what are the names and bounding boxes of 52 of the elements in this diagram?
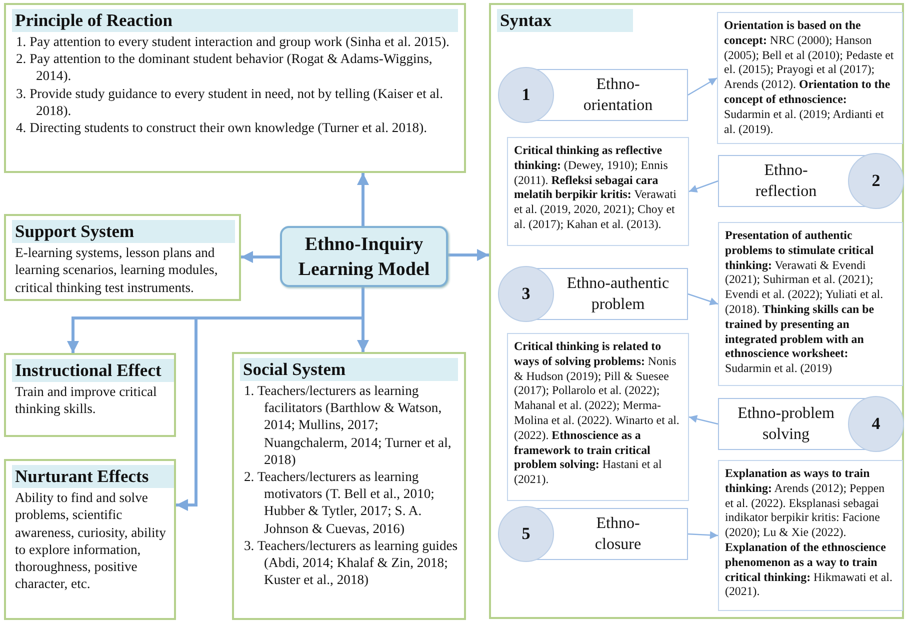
- model-title: Ethno-Inquiry Learning Model: [297, 232, 431, 282]
- step-number: 3: [498, 266, 554, 322]
- reference-text: Orientation is based on the concept: NRC (2000); Hanson (2005); Bell et al (2010); Pedaste et el. (2015); Prayogi et al (2017); Arends (2012). Orientation to the concept of ethnoscience: Sudarmin et al. (2019; Ardianti et al. (2019).: [724, 18, 895, 136]
- body-text: Train and improve critical thinking skills.: [14, 383, 158, 418]
- section-heading: Support System: [12, 220, 235, 243]
- step-label: Ethno-reflection: [754, 161, 818, 202]
- section-heading: Instructional Effect: [12, 359, 174, 382]
- reference-box: [507, 333, 689, 501]
- reference-box: [718, 222, 903, 386]
- list-item: 3. Provide study guidance to every student in need, not by telling (Kaiser et al. 2018).: [15, 84, 444, 120]
- section-box: [4, 3, 466, 173]
- arrow: [688, 531, 718, 540]
- step-number: 2: [848, 153, 904, 209]
- body-text: Ability to find and solve problems, scientific awareness, curiosity, ability to explore information, thoroughness, positive character, etc.: [14, 489, 167, 593]
- list-item: 4. Directing students to construct their own knowledge (Turner et al. 2018).: [15, 119, 428, 136]
- step-label: Ethno-closure: [594, 514, 642, 555]
- reference-box: [717, 12, 903, 144]
- body-text: E-learning systems, lesson plans and learning scenarios, learning modules, critical thinking test instruments.: [14, 244, 219, 296]
- arrow: [688, 293, 718, 306]
- reference-text: Critical thinking is related to ways of solving problems: Nonis & Hudson (2019); Pill & Suesee (2017); Pollarolo et al. (2022); Mahanal et al. (2022); Merma-Molina et al. (2022). Winarto et al. (2022). Ethnoscience as a framework to train critical problem solving: Hastani et al (2021).: [514, 339, 680, 487]
- section-heading: Social System: [240, 358, 458, 381]
- reference-box: [507, 137, 689, 246]
- list-item: 2. Pay attention to the dominant student behavior (Rogat & Adams-Wiggins, 2014).: [15, 50, 434, 85]
- reference-text: Critical thinking as reflective thinking: (Dewey, 1910); Ennis (2011). Refleksi sebagai cara melatih berpikir kritis: Verawati et al. (2019, 2020, 2021); Choy et al. (2017); Kahan et al. (2013).: [514, 143, 678, 232]
- reference-text: Explanation as ways to train thinking: Arends (2012); Peppen et al. (2022). Eksplanasi sebagai indikator berpikir kritis: Facione (2020); Lu & Xie (2022). Explanation of the ethnoscience phenomenon as a way to train critical thinking: Hikmawati et al. (2021).: [725, 466, 894, 600]
- step-label: Ethno-authentic problem: [566, 274, 670, 315]
- model-box: [280, 226, 448, 287]
- arrow: [688, 180, 718, 193]
- list-item: 3. Teachers/lecturers as learning guides (Abdi, 2014; Khalaf & Zin, 2018; Kuster et al., 2018): [243, 536, 458, 588]
- reference-text: Presentation of authentic problems to stimulate critical thinking: Verawati & Evendi (2021); Suhirman et al. (2021); Evendi et al. (2022); Yuliati et al. (2018). Thinking skills can be trained by presenting an integrated problem with an ethnoscience worksheet: Sudarmin et al. (2019): [725, 228, 884, 376]
- arrow: [357, 173, 369, 226]
- list-item: 2. Teachers/lecturers as learning motivators (T. Bell et al., 2010; Hubber & Tytler, 2017; S. A. Johnson & Cuevas, 2016): [243, 468, 436, 537]
- section-box: [4, 459, 176, 620]
- reference-box: [718, 460, 903, 611]
- step-number: 4: [848, 396, 904, 452]
- section-heading: Principle of Reaction: [12, 9, 458, 32]
- section-box: [489, 3, 904, 619]
- arrow: [448, 249, 489, 261]
- step-label: Ethno-problem solving: [736, 404, 836, 445]
- step-number: 1: [498, 67, 554, 123]
- arrow: [688, 77, 718, 96]
- arrow: [688, 415, 718, 425]
- section-box: [232, 352, 466, 620]
- section-heading: Nurturant Effects: [12, 465, 174, 488]
- list-item: 1. Pay attention to every student interaction and group work (Sinha et al. 2015).: [15, 33, 450, 50]
- section-box: [4, 353, 176, 437]
- section-box: [4, 214, 241, 301]
- arrow: [241, 251, 280, 263]
- section-heading: Syntax: [497, 9, 633, 32]
- step-label: Ethno-orientation: [582, 75, 654, 116]
- step-number: 5: [498, 506, 554, 562]
- list-item: 1. Teachers/lecturers as learning facilitators (Barthlow & Watson, 2014; Mullins, 2017; Nuangchalerm, 2014; Turner et al, 2018): [243, 382, 452, 468]
